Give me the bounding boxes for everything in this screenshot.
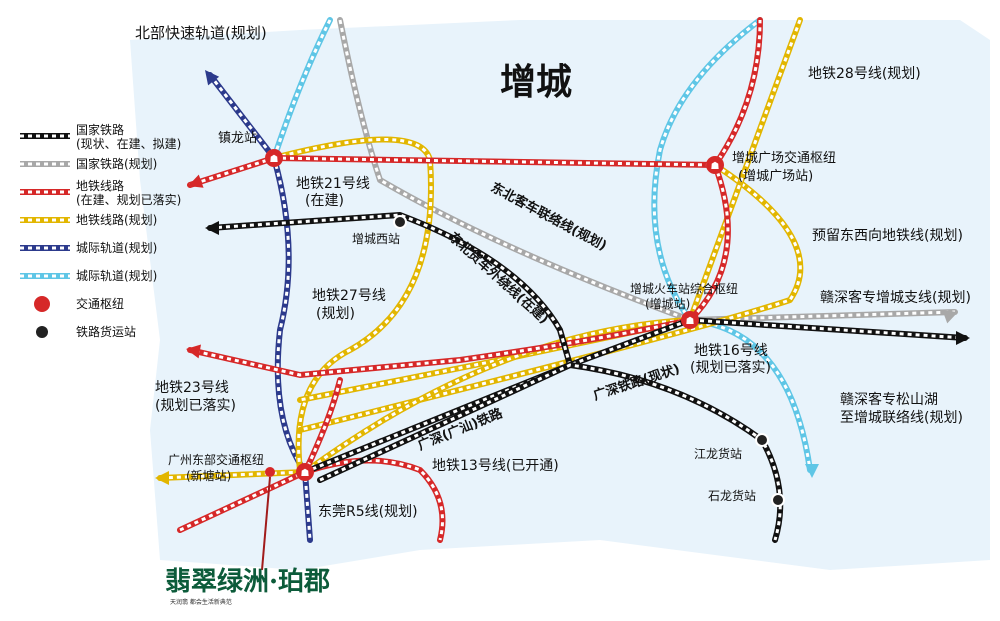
hub-gz-east-icon: ☗ bbox=[296, 463, 314, 481]
svg-text:☗: ☗ bbox=[711, 161, 720, 172]
legend-item-1: 国家铁路(规划) bbox=[20, 156, 157, 171]
svg-text:☗: ☗ bbox=[301, 468, 310, 479]
hubs: ☗ ☗ ☗ ☗ bbox=[265, 149, 785, 507]
brand-tagline: 天润翡 都会生活新典范 bbox=[170, 598, 232, 606]
legend-label: 国家铁路 bbox=[76, 122, 124, 137]
label-reserved-ew: 预留东西向地铁线(规划) bbox=[812, 228, 963, 244]
legend-label: 地铁线路 bbox=[76, 178, 124, 193]
route-yellow-west bbox=[155, 317, 693, 485]
label-zengcheng-square-hub: 增城广场交通枢纽 bbox=[732, 150, 836, 166]
legend-swatch-icon bbox=[36, 326, 48, 338]
label-zengcheng-rail-hub: 增城火车站综合枢纽 bbox=[630, 281, 738, 296]
legend-sublabel: (现状、在建、拟建) bbox=[76, 137, 181, 151]
legend-label: 地铁线路(规划) bbox=[76, 212, 157, 227]
label-ganshen-songshan-2: 至增城联络线(规划) bbox=[840, 410, 963, 426]
svg-text:☗: ☗ bbox=[270, 154, 279, 165]
route-intercity-navy bbox=[205, 70, 313, 543]
freight-jianglong-icon bbox=[755, 433, 769, 447]
brand-marker-icon bbox=[265, 467, 275, 477]
route-guangshan bbox=[302, 317, 970, 475]
legend-item-2: 地铁线路(在建、规划已落实) bbox=[20, 178, 181, 207]
legend-label: 城际轨道(规划) bbox=[76, 240, 157, 255]
label-metro23: 地铁23号线 bbox=[155, 380, 229, 396]
label-zengcheng-rail-sub: (增城站) bbox=[645, 297, 690, 311]
legend-item-6: 交通枢纽 bbox=[34, 296, 124, 312]
label-metro21: 地铁21号线 bbox=[296, 176, 370, 192]
label-zhenlong: 镇龙站 bbox=[218, 131, 257, 146]
route-northeast-freight bbox=[205, 212, 573, 368]
route-metro27 bbox=[271, 136, 434, 473]
route-intercity-north bbox=[271, 17, 333, 161]
label-north-express: 北部快速轨道(规划) bbox=[135, 24, 267, 42]
legend-sublabel: (在建、规划已落实) bbox=[76, 192, 181, 207]
legend-item-3: 地铁线路(规划) bbox=[20, 212, 157, 227]
label-ganshen-songshan: 赣深客专松山湖 bbox=[840, 391, 938, 408]
legend-label: 城际轨道(规划) bbox=[76, 268, 157, 283]
label-metro27-status: (规划) bbox=[316, 306, 355, 322]
label-metro16: 地铁16号线 bbox=[694, 343, 768, 359]
freight-shilong-icon bbox=[771, 493, 785, 507]
label-metro27: 地铁27号线 bbox=[312, 288, 386, 304]
label-gz-east-sub: (新塘站) bbox=[186, 468, 231, 483]
brand-name: 翡翠绿洲·珀郡 bbox=[165, 567, 330, 597]
label-jianglong: 江龙货站 bbox=[694, 446, 742, 461]
label-shilong: 石龙货站 bbox=[708, 488, 756, 503]
route-intercity-northeast bbox=[651, 17, 763, 323]
legend-label: 国家铁路(规划) bbox=[76, 156, 157, 171]
hub-zengcheng-rail-icon: ☗ bbox=[681, 311, 699, 329]
label-metro21-status: (在建) bbox=[305, 193, 344, 209]
legend-item-5: 城际轨道(规划) bbox=[20, 268, 157, 283]
brand-logo: 翡翠绿洲·珀郡 天润翡 都会生活新典范 bbox=[165, 476, 330, 606]
route-northeast-passenger bbox=[337, 17, 958, 324]
label-metro28: 地铁28号线(规划) bbox=[808, 66, 921, 82]
label-metro13: 地铁13号线(已开通) bbox=[432, 458, 559, 474]
region-label: 增城 bbox=[500, 62, 572, 103]
label-metro16-status: (规划已落实) bbox=[690, 360, 771, 376]
legend-swatch-icon bbox=[34, 296, 50, 312]
route-metro13 bbox=[302, 457, 446, 543]
route-metro21-west bbox=[187, 155, 277, 188]
hub-zhenlong-icon: ☗ bbox=[265, 149, 283, 167]
label-ganshen-branch: 赣深客专增城支线(规划) bbox=[820, 289, 971, 306]
rail-routes bbox=[155, 17, 970, 543]
legend-item-0: 国家铁路(现状、在建、拟建) bbox=[20, 122, 181, 151]
label-metro23-status: (规划已落实) bbox=[155, 398, 236, 414]
legend-label: 交通枢纽 bbox=[76, 296, 124, 311]
legend-item-4: 城际轨道(规划) bbox=[20, 240, 157, 255]
legend-label: 铁路货运站 bbox=[76, 324, 136, 339]
label-zengcheng-west: 增城西站 bbox=[352, 232, 400, 246]
freight-zengcheng-west-icon bbox=[393, 215, 407, 229]
route-reserved-ew bbox=[297, 162, 804, 433]
legend-item-7: 铁路货运站 bbox=[36, 324, 136, 339]
label-dongguan-r5: 东莞R5线(规划) bbox=[318, 504, 418, 520]
label-zengcheng-square-sub: (增城广场站) bbox=[738, 169, 813, 184]
svg-text:☗: ☗ bbox=[686, 316, 695, 327]
legend: 国家铁路(现状、在建、拟建)国家铁路(规划)地铁线路(在建、规划已落实)地铁线路… bbox=[20, 122, 181, 339]
label-gz-east-hub: 广州东部交通枢纽 bbox=[168, 452, 264, 467]
hub-zengcheng-square-icon: ☗ bbox=[706, 156, 724, 174]
